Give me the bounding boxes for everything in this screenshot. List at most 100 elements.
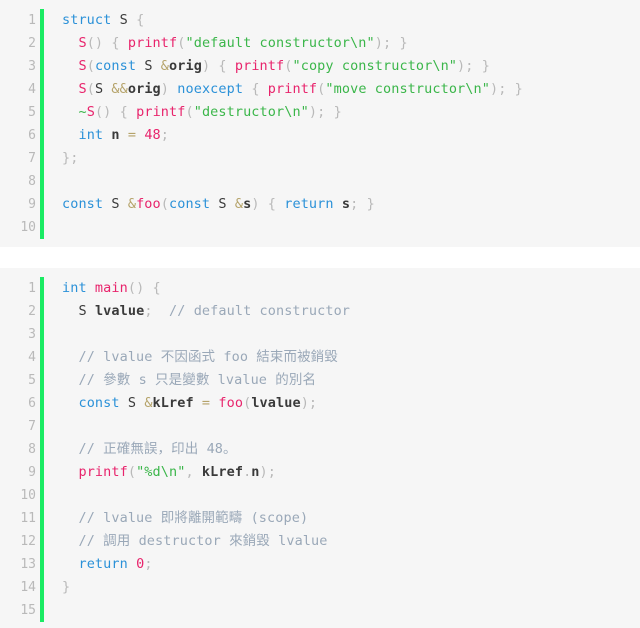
line-number: 6 xyxy=(28,128,36,143)
code-token xyxy=(260,196,268,212)
code-token: S xyxy=(111,196,120,212)
code-line: 2 S lvalue; // default constructor xyxy=(0,300,640,323)
code-token: struct xyxy=(62,12,112,28)
code-token: const xyxy=(94,58,137,74)
code-token: () xyxy=(94,104,112,120)
code-token: lvalue xyxy=(94,303,145,319)
code-token xyxy=(62,127,78,143)
code-token: ( xyxy=(284,58,293,74)
gutter-accent-bar xyxy=(40,277,44,300)
code-token: printf xyxy=(78,464,128,480)
code-token: ) xyxy=(489,81,499,97)
code-text: S() { printf("default constructor\n"); } xyxy=(44,32,408,55)
code-token xyxy=(62,303,78,319)
code-line: 4 S(S &&orig) noexcept { printf("move co… xyxy=(0,78,640,101)
gutter-accent-bar xyxy=(40,300,44,323)
code-token: S xyxy=(78,303,87,319)
code-token: orig xyxy=(127,81,161,97)
code-token: ( xyxy=(160,196,169,212)
code-token: = xyxy=(201,395,211,411)
line-number: 8 xyxy=(28,174,36,189)
code-token: S xyxy=(119,12,128,28)
code-token: S xyxy=(94,81,104,97)
code-line: 3 S(const S &orig) { printf("copy constr… xyxy=(0,55,640,78)
code-token xyxy=(128,556,136,572)
code-line: 5 // 參數 s 只是變數 lvalue 的別名 xyxy=(0,369,640,392)
code-token: ( xyxy=(177,35,186,51)
line-number: 3 xyxy=(28,327,36,342)
code-text: // lvalue 即將離開範疇 (scope) xyxy=(44,507,308,530)
line-number: 4 xyxy=(28,82,36,97)
code-token xyxy=(334,196,342,212)
code-token: printf xyxy=(234,58,285,74)
code-text: // 正確無誤，印出 48。 xyxy=(44,438,237,461)
code-token: ) xyxy=(300,395,309,411)
code-token: // 調用 destructor 來銷毀 lvalue xyxy=(78,533,328,549)
code-token xyxy=(87,280,95,296)
line-number: 2 xyxy=(28,36,36,51)
code-token: { xyxy=(111,35,120,51)
code-token: noexcept xyxy=(177,81,244,97)
code-token: ; xyxy=(382,35,392,51)
gutter-accent-bar xyxy=(40,9,44,32)
code-token: // default constructor xyxy=(169,303,351,319)
code-token: "default constructor\n" xyxy=(185,35,375,51)
code-token: foo xyxy=(136,196,161,212)
code-token: const xyxy=(169,196,211,212)
code-token: ; xyxy=(498,81,507,97)
code-token xyxy=(62,104,78,120)
code-token: ( xyxy=(317,81,326,97)
code-line: 9 printf("%d\n", kLref.n); xyxy=(0,461,640,484)
code-token: ; xyxy=(70,150,79,166)
gutter-accent-bar xyxy=(40,323,44,346)
code-token: s xyxy=(341,196,351,212)
code-token: ; xyxy=(465,58,474,74)
code-token: } xyxy=(399,35,408,51)
code-token xyxy=(194,464,202,480)
gutter-accent-bar xyxy=(40,216,44,239)
code-token: } xyxy=(366,196,375,212)
code-token: return xyxy=(284,196,334,212)
code-line: 2 S() { printf("default constructor\n");… xyxy=(0,32,640,55)
code-token: 0 xyxy=(136,556,145,572)
code-token xyxy=(506,81,514,97)
code-token: () xyxy=(86,35,104,51)
code-token: foo xyxy=(218,395,244,411)
code-token: int xyxy=(78,127,104,143)
code-token xyxy=(276,196,284,212)
code-token xyxy=(153,58,161,74)
code-token: // 參數 s 只是變數 lvalue 的別名 xyxy=(78,372,317,388)
code-token: int xyxy=(62,280,87,296)
gutter-accent-bar xyxy=(40,461,44,484)
code-token: // lvalue 即將離開範疇 (scope) xyxy=(78,510,309,526)
code-token xyxy=(358,196,366,212)
code-text xyxy=(44,484,70,507)
code-token: } xyxy=(62,150,71,166)
gutter-accent-bar xyxy=(40,101,44,124)
code-token: return xyxy=(78,556,128,572)
code-token xyxy=(474,58,482,74)
gutter-accent-bar xyxy=(40,346,44,369)
line-number: 5 xyxy=(28,373,36,388)
line-number: 7 xyxy=(28,419,36,434)
code-token: S xyxy=(78,81,87,97)
code-token: { xyxy=(218,58,227,74)
gutter-accent-bar xyxy=(40,392,44,415)
gutter-accent-bar xyxy=(40,553,44,576)
code-token: n xyxy=(251,464,260,480)
code-text: S(const S &orig) { printf("copy construc… xyxy=(44,55,490,78)
code-token: ) xyxy=(308,104,318,120)
code-line: 12 // 調用 destructor 來銷毀 lvalue xyxy=(0,530,640,553)
gutter-accent-bar xyxy=(40,55,44,78)
gutter-accent-bar xyxy=(40,147,44,170)
line-number: 9 xyxy=(28,197,36,212)
code-line: 7}; xyxy=(0,147,640,170)
code-token: ) xyxy=(251,196,260,212)
code-token: kLref xyxy=(152,395,194,411)
line-number: 10 xyxy=(20,220,36,235)
code-text: // 參數 s 只是變數 lvalue 的別名 xyxy=(44,369,316,392)
code-token: } xyxy=(333,104,342,120)
